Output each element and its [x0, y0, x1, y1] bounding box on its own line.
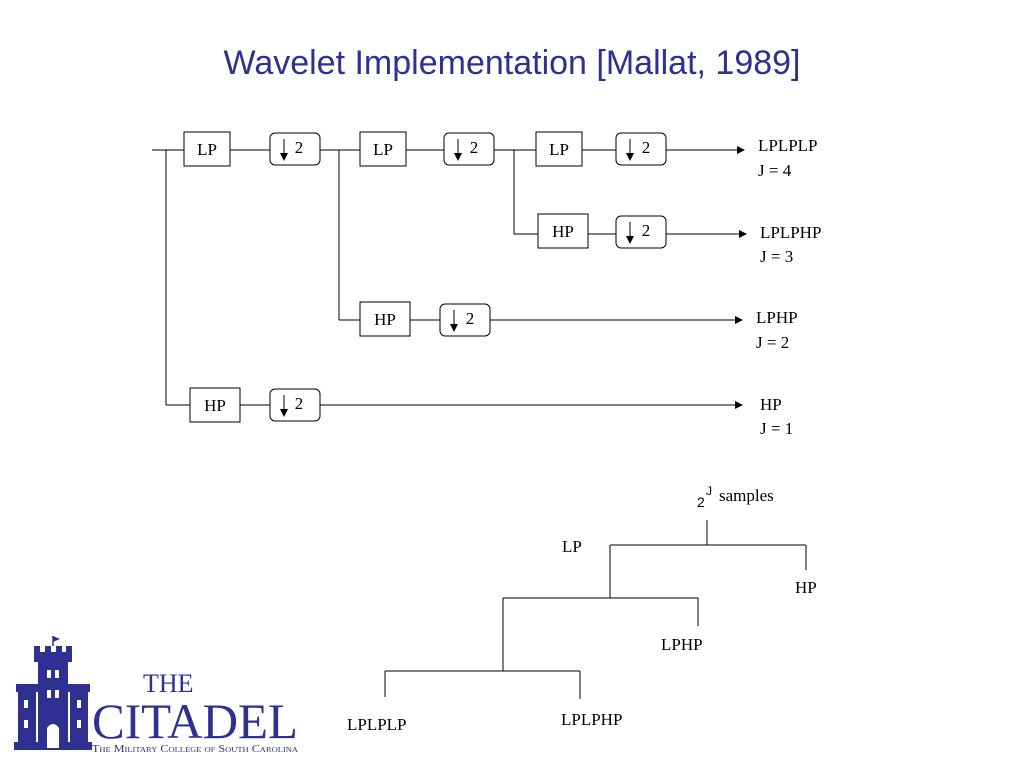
lp-label-2: LP	[373, 140, 393, 159]
stage2-hp: HP 2	[359, 301, 743, 337]
lp-label-1: LP	[197, 140, 217, 159]
stage1-lp: LP 2	[183, 131, 360, 167]
hp-box-3	[537, 213, 589, 249]
hp-box-1	[189, 387, 241, 423]
factor-label-5: 2	[466, 309, 475, 328]
output-name-4: HP	[760, 395, 782, 414]
factor-label-3: 2	[642, 138, 651, 157]
hp-label-2: HP	[374, 310, 396, 329]
factor-label-4: 2	[642, 221, 651, 240]
hp-box-2	[359, 301, 411, 337]
factor-label-6: 2	[295, 394, 304, 413]
slide-title: Wavelet Implementation [Mallat, 1989]	[223, 44, 801, 82]
tree-lphp-label: LPHP	[661, 635, 703, 654]
stage1-hp: HP 2	[189, 387, 743, 423]
tree-lplphp-label: LPLPHP	[561, 710, 622, 729]
factor-label-2: 2	[470, 138, 479, 157]
output-name-3: LPHP	[756, 308, 798, 327]
tree-hp-label: HP	[795, 578, 817, 597]
logo-name: CITADEL	[92, 693, 298, 749]
lp-box-3	[535, 131, 583, 167]
hp-label-3: HP	[552, 222, 574, 241]
lp-label-3: LP	[549, 140, 569, 159]
samples-base: 2	[697, 494, 705, 510]
stage2-lp: LP 2	[359, 131, 536, 167]
lp-box-2	[359, 131, 407, 167]
tree-lplplp-label: LPLPLP	[347, 715, 407, 734]
tree-lp-label: LP	[562, 537, 582, 556]
logo-tagline: The Military College of South Carolina	[92, 744, 298, 755]
lp-box-1	[183, 131, 231, 167]
samples-exponent: J	[706, 484, 712, 498]
decomposition-tree: 2 J samples LP HP LPHP LPLPLP LPLPHP	[347, 484, 817, 734]
hp-label-1: HP	[204, 396, 226, 415]
output-level-3: J = 2	[756, 333, 789, 352]
output-level-2: J = 3	[760, 247, 793, 266]
output-level-4: J = 1	[760, 419, 793, 438]
output-name-1: LPLPLP	[758, 136, 818, 155]
factor-label-1: 2	[295, 138, 304, 157]
citadel-logo: THE CITADEL The Military College of Sout…	[14, 636, 298, 755]
stage3-hp: HP 2	[537, 213, 747, 249]
samples-label: samples	[719, 486, 774, 505]
logo-the: THE	[143, 669, 194, 698]
output-name-2: LPLPHP	[760, 223, 821, 242]
stage3-lp: LP 2	[535, 131, 745, 167]
output-level-1: J = 4	[758, 161, 792, 180]
